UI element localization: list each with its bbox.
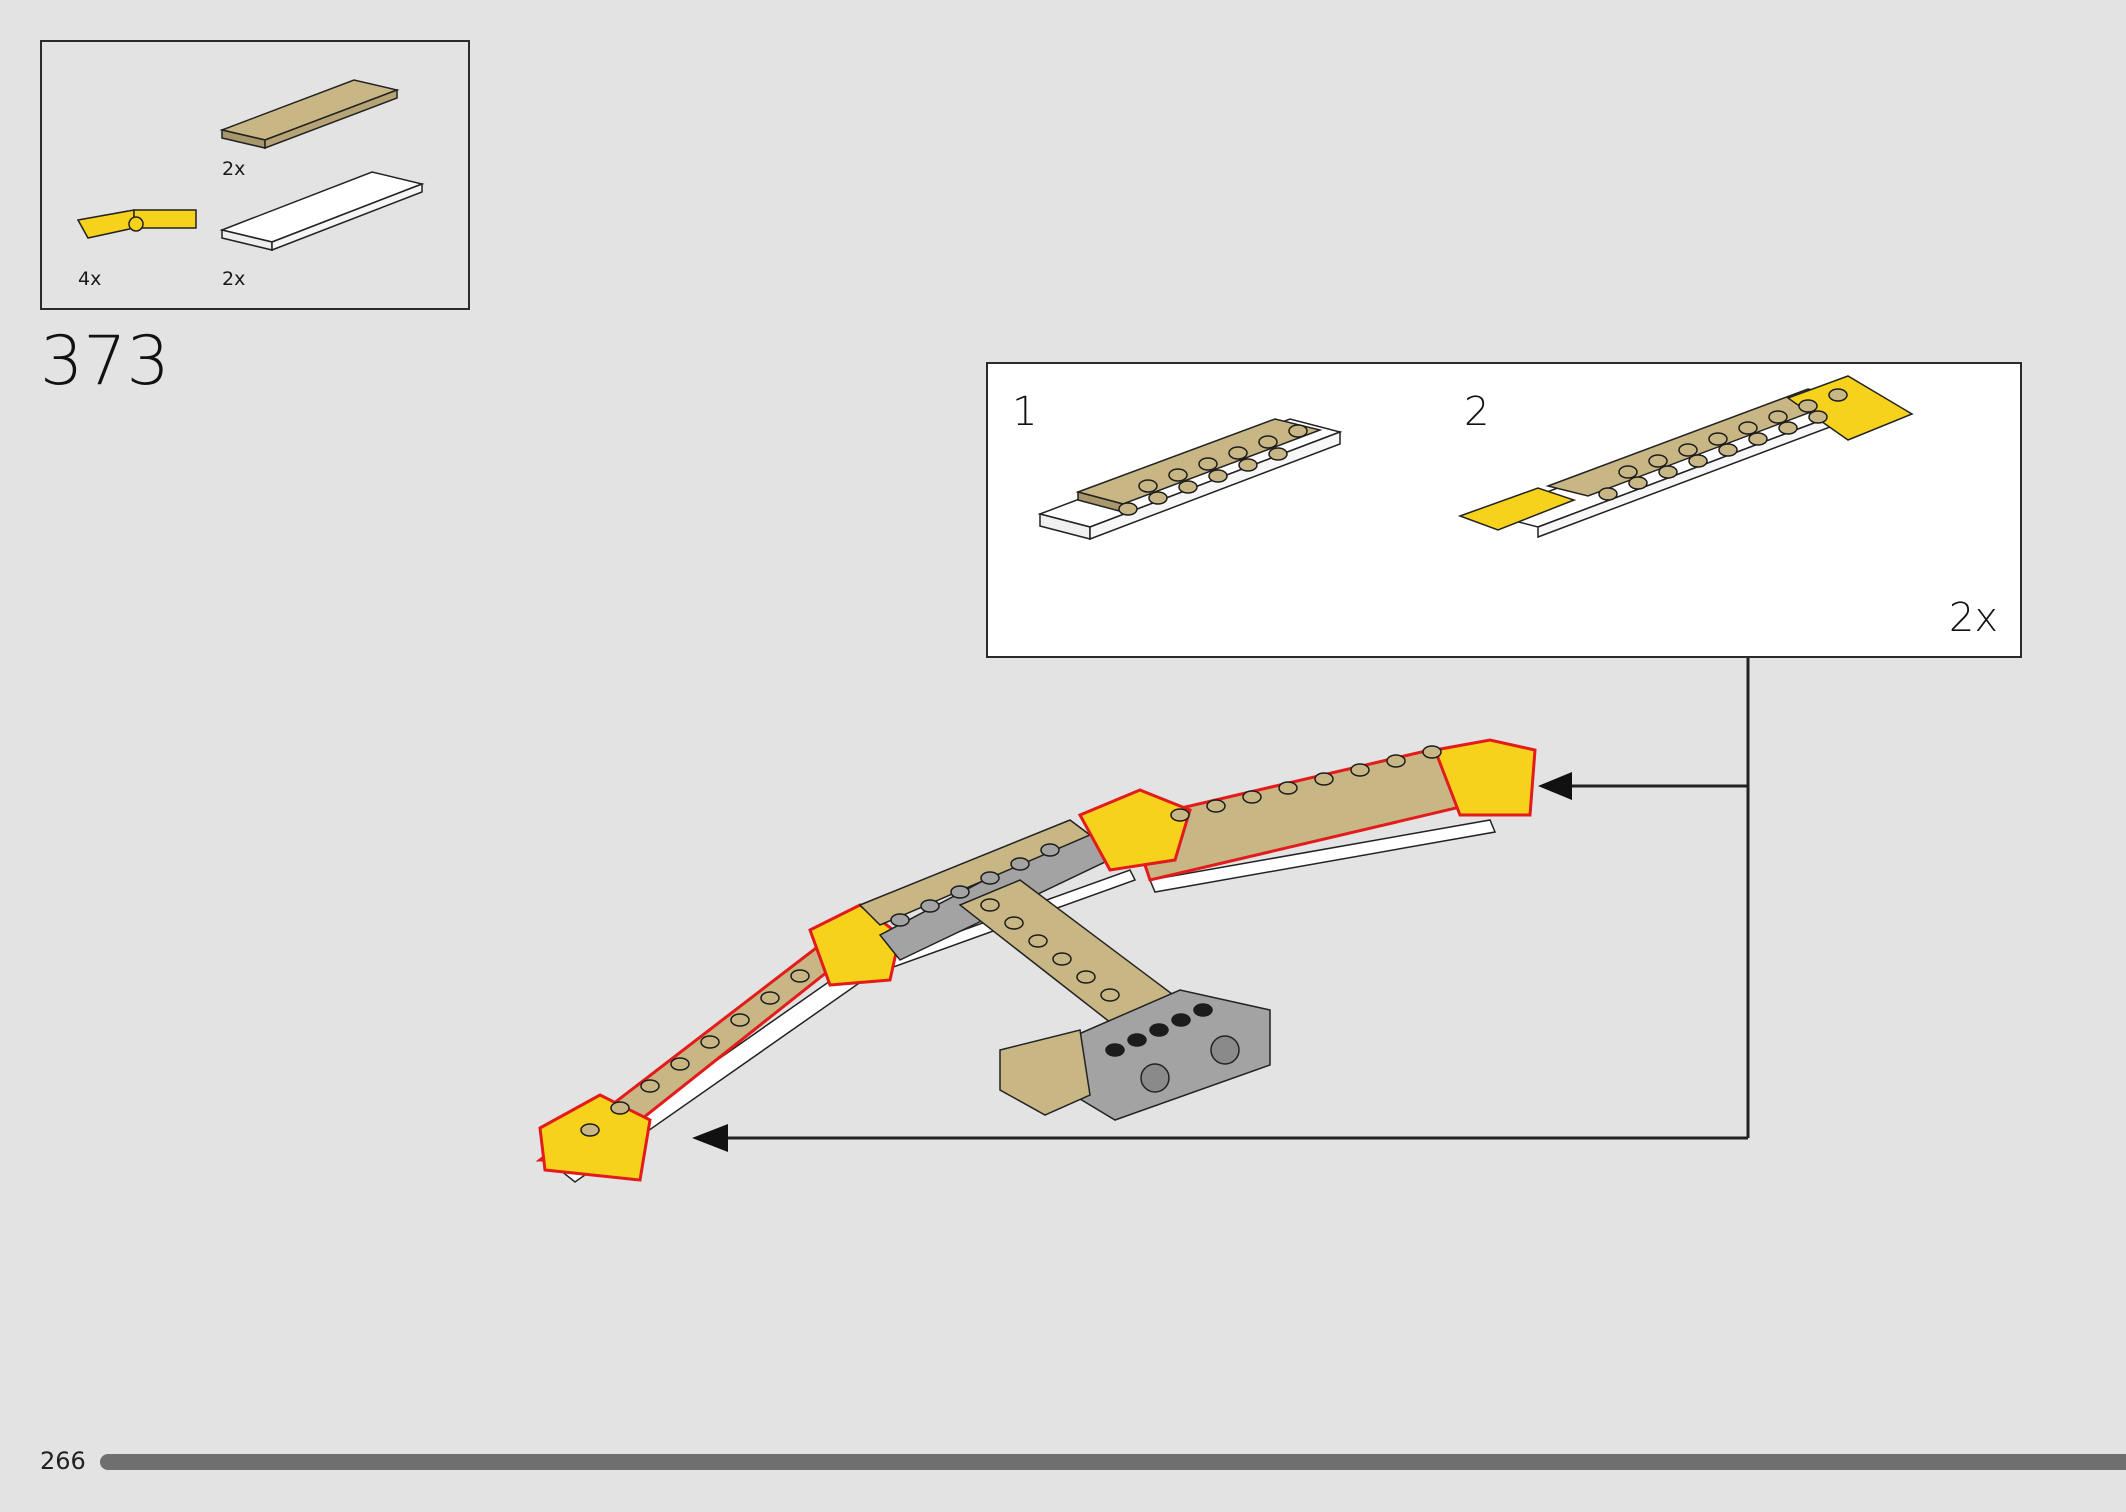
- stud: [730, 1013, 750, 1027]
- stud: [1708, 432, 1728, 446]
- stud: [1808, 410, 1828, 424]
- stud: [1228, 446, 1248, 460]
- stud: [1010, 857, 1030, 871]
- sub-step-1-illustration: [1037, 418, 1343, 541]
- stud: [1350, 763, 1370, 777]
- stud: [1148, 491, 1168, 505]
- subassembly-callout: 1 2 2x: [986, 362, 2022, 658]
- white-plate-icon: [219, 171, 425, 252]
- stud: [1242, 790, 1262, 804]
- stud: [1208, 469, 1228, 483]
- parts-qty-white: 2x: [222, 268, 246, 290]
- stud: [1170, 808, 1190, 822]
- stud: [1105, 1043, 1125, 1057]
- stud: [1828, 388, 1848, 402]
- stud: [1238, 458, 1258, 472]
- stud: [1278, 781, 1298, 795]
- step-number: 373: [40, 322, 170, 401]
- stud: [1314, 772, 1334, 786]
- stud: [1618, 465, 1638, 479]
- stud: [1718, 443, 1738, 457]
- tan-plate-icon: [219, 79, 400, 150]
- parts-qty-yellow: 4x: [78, 268, 102, 290]
- stud: [920, 899, 940, 913]
- stud: [670, 1057, 690, 1071]
- stud: [1678, 443, 1698, 457]
- stud: [1258, 435, 1278, 449]
- stud: [1171, 1013, 1191, 1027]
- stud: [1118, 502, 1138, 516]
- stud: [1268, 447, 1288, 461]
- stud: [1168, 468, 1188, 482]
- stud: [1386, 754, 1406, 768]
- arrow-left-to-assembly-icon: [692, 1124, 728, 1152]
- stud: [790, 969, 810, 983]
- parts-list-box: 2x 2x 4x: [40, 40, 470, 310]
- stud: [1149, 1023, 1169, 1037]
- stud: [1798, 399, 1818, 413]
- stud: [1178, 480, 1198, 494]
- stud: [1052, 952, 1072, 966]
- stud: [640, 1079, 660, 1093]
- parts-qty-tan: 2x: [222, 158, 246, 180]
- stud: [1778, 421, 1798, 435]
- callout-connector-lines: [720, 658, 1750, 1140]
- sub-step-1-number: 1: [1012, 389, 1038, 435]
- stud: [980, 871, 1000, 885]
- stud: [1648, 454, 1668, 468]
- stud: [1628, 476, 1648, 490]
- stud: [1598, 487, 1618, 501]
- arrow-right-to-assembly-icon: [1538, 772, 1572, 800]
- stud: [1004, 916, 1024, 930]
- stud: [1768, 410, 1788, 424]
- stud: [890, 913, 910, 927]
- stud: [1206, 799, 1226, 813]
- sub-step-2-illustration: [1457, 375, 1914, 539]
- stud: [1138, 479, 1158, 493]
- stud: [610, 1101, 630, 1115]
- stud: [1127, 1033, 1147, 1047]
- stud: [1288, 424, 1308, 438]
- stud: [1076, 970, 1096, 984]
- stud: [1738, 421, 1758, 435]
- sub-step-2-number: 2: [1464, 389, 1490, 435]
- stud: [950, 885, 970, 899]
- stud: [1658, 465, 1678, 479]
- stud: [580, 1123, 600, 1137]
- stud: [1193, 1003, 1213, 1017]
- progress-bar: [100, 1454, 2126, 1470]
- callout-multiplier: 2x: [1948, 595, 1998, 641]
- stud: [760, 991, 780, 1005]
- stud: [1198, 457, 1218, 471]
- stud: [1028, 934, 1048, 948]
- stud: [1422, 745, 1442, 759]
- page-number: 266: [40, 1447, 86, 1475]
- stud: [700, 1035, 720, 1049]
- stud: [1688, 454, 1708, 468]
- yellow-hinge-icon: [76, 209, 197, 239]
- stud: [1100, 988, 1120, 1002]
- stud: [980, 898, 1000, 912]
- stud: [1040, 843, 1060, 857]
- stud: [1748, 432, 1768, 446]
